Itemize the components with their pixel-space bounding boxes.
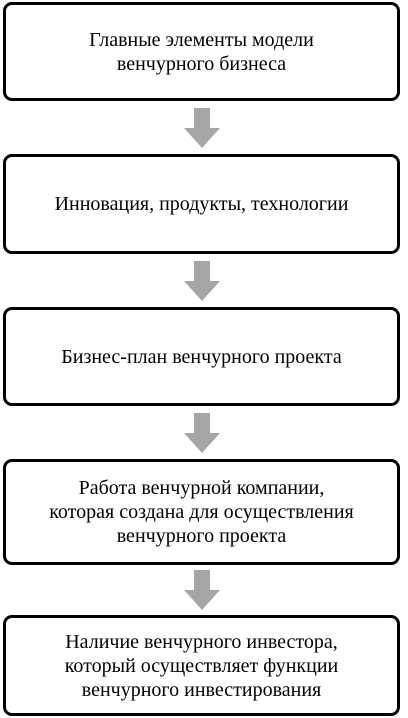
flow-box-label: Главные элементы модели венчурного бизне… [89, 28, 314, 75]
flow-box-model-elements: Главные элементы модели венчурного бизне… [3, 2, 400, 101]
flow-box-innovation: Инновация, продукты, технологии [3, 154, 400, 254]
down-arrow-icon [184, 570, 220, 610]
flow-box-label: Бизнес-план венчурного проекта [61, 345, 342, 368]
down-arrow-icon [184, 108, 220, 148]
down-arrow-icon [184, 413, 220, 453]
flow-box-venture-company: Работа венчурной компании, которая созда… [3, 459, 400, 565]
flow-box-label: Наличие венчурного инвестора, который ос… [64, 630, 339, 701]
flow-box-business-plan: Бизнес-план венчурного проекта [3, 307, 400, 406]
flow-box-label: Инновация, продукты, технологии [54, 193, 349, 215]
flow-box-label: Работа венчурной компании, которая созда… [49, 477, 354, 547]
down-arrow-icon [184, 261, 220, 301]
flow-box-venture-investor: Наличие венчурного инвестора, который ос… [3, 615, 400, 716]
